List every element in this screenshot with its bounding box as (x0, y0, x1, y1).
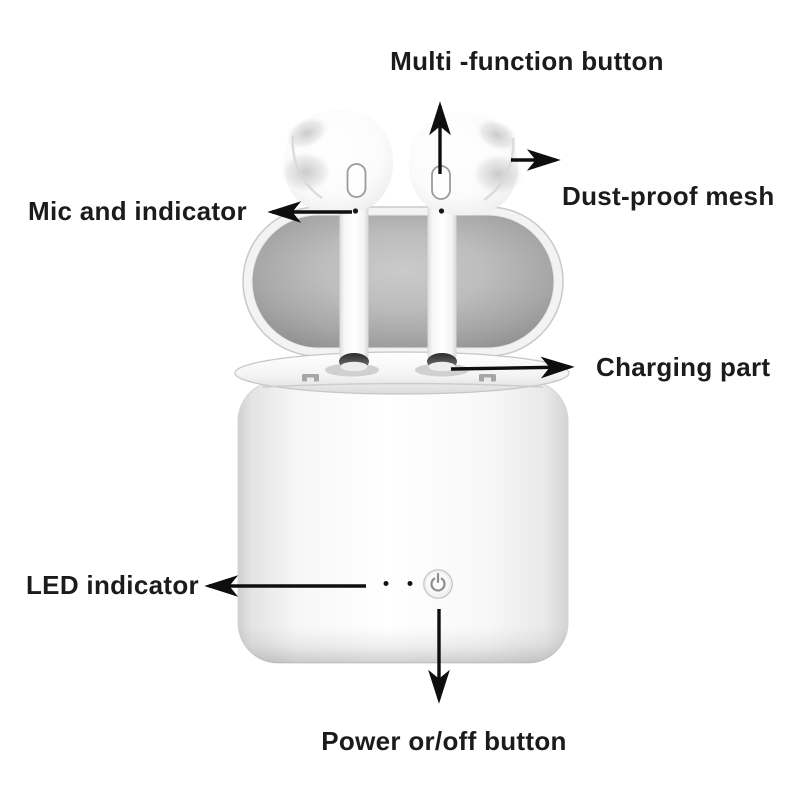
case-lid (242, 206, 564, 357)
power-button-icon (423, 569, 453, 599)
case-body (237, 380, 569, 664)
head-fold-right (483, 137, 515, 202)
label-led-indicator: LED indicator (26, 570, 199, 600)
rim-seam-line (261, 382, 544, 388)
led-dots (383, 581, 413, 586)
label-power-on-off-button: Power or/off button (321, 726, 567, 756)
mic-dot-right-icon (438, 208, 445, 214)
lid-latch-right (479, 374, 496, 382)
earbud-right (408, 112, 523, 377)
led-dot-1-icon (383, 581, 389, 586)
stem-right (427, 192, 457, 368)
label-multi-function-button: Multi -function button (390, 46, 664, 76)
label-dust-proof-mesh: Dust-proof mesh (562, 181, 775, 211)
led-dot-2-icon (407, 581, 413, 586)
case-rim (234, 351, 570, 395)
stem-left (339, 190, 369, 368)
label-charging-part: Charging part (596, 352, 771, 382)
label-mic-and-indicator: Mic and indicator (28, 196, 247, 226)
button-slot-left-icon (346, 163, 367, 198)
head-fold-left (291, 135, 323, 200)
lid-latch-left (302, 374, 319, 382)
annotation-arrows (204, 101, 575, 704)
earbud-left (281, 110, 394, 377)
arrow-charging-icon (450, 356, 575, 379)
mic-dot-left-icon (352, 208, 359, 214)
